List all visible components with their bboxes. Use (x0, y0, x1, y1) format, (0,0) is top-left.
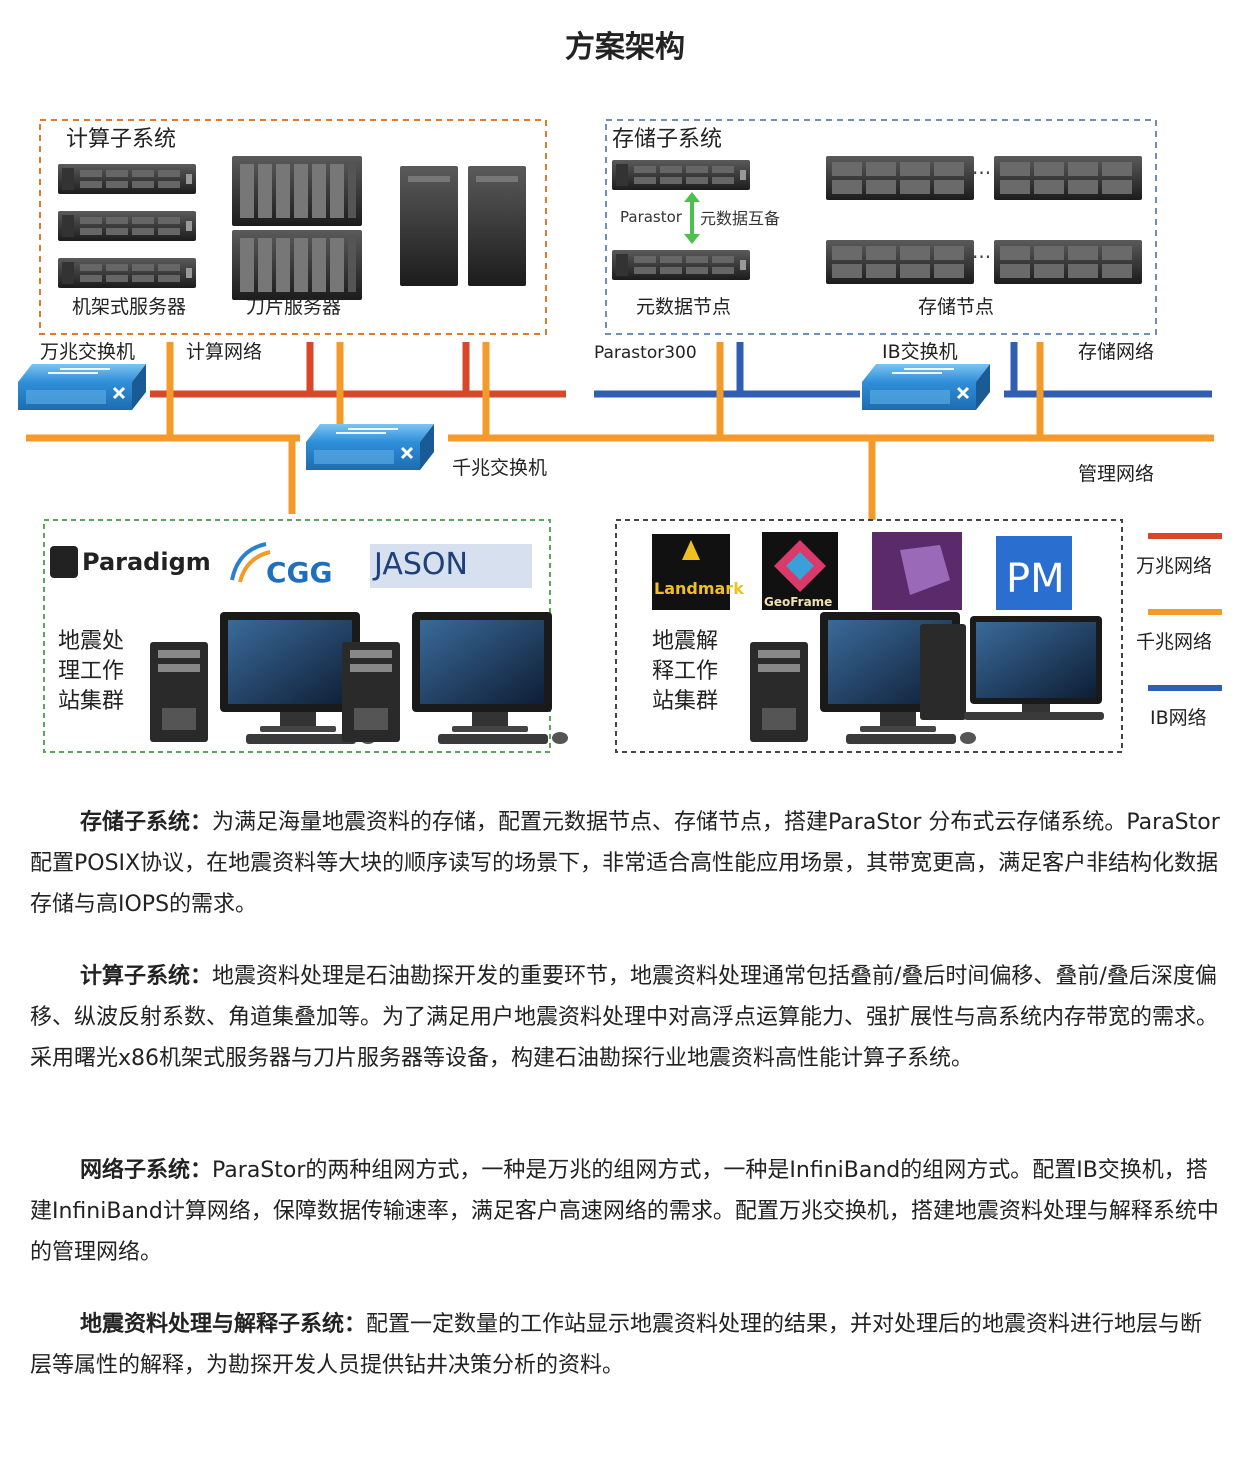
pm-logo: PM (996, 536, 1072, 610)
compute-subsystem-title: 计算子系统 (66, 127, 176, 152)
ib-switch-label: IB交换机 (882, 341, 958, 363)
landmark-logo: Landmark (652, 534, 744, 610)
parastor-label: Parastor (620, 208, 683, 226)
page-title: 方案架构 (565, 30, 685, 65)
parastor300-label: Parastor300 (594, 343, 697, 363)
paragraph-text: ParaStor的两种组网方式，一种是万兆的组网方式，一种是InfiniBand… (30, 1158, 1219, 1265)
svg-text:Landmark: Landmark (654, 579, 744, 598)
storage-node (826, 156, 974, 200)
blade-server (232, 230, 362, 300)
svg-text:GeoFrame: GeoFrame (764, 595, 832, 609)
workstation (920, 616, 1104, 720)
blade-server-label: 刀片服务器 (246, 296, 341, 318)
compute-network-label: 计算网络 (186, 341, 262, 363)
processing-cluster-title: 地震处 理工作 站集群 (58, 629, 131, 714)
geoframe-logo: GeoFrame (762, 532, 838, 610)
paragraph-storage: 存储子系统：为满足海量地震资料的存储，配置元数据节点、存储节点，搭建ParaSt… (30, 802, 1220, 925)
paragraph-text: 为满足海量地震资料的存储，配置元数据节点、存储节点，搭建ParaStor 分布式… (30, 810, 1220, 917)
rack-server (58, 258, 196, 288)
legend-label-ten-g: 万兆网络 (1136, 555, 1212, 577)
architecture-diagram: 计算子系统 机架式服务器 刀片服务器 存储子系统 Parastor 元数据互备 … (16, 119, 1222, 753)
storage-node (994, 156, 1142, 200)
paragraph-network: 网络子系统：ParaStor的两种组网方式，一种是万兆的组网方式，一种是Infi… (30, 1150, 1220, 1273)
gig-switch-icon (304, 422, 436, 472)
jason-logo: JASON (370, 544, 532, 588)
ellipsis-icon: ··· (972, 245, 991, 269)
legend: 万兆网络 千兆网络 IB网络 (1136, 533, 1222, 729)
paragraph-lead: 网络子系统： (80, 1158, 213, 1183)
gig-switch-label: 千兆交换机 (452, 457, 547, 479)
metadata-node-label: 元数据节点 (636, 296, 731, 318)
storage-node-label: 存储节点 (918, 296, 994, 318)
backup-label: 元数据互备 (700, 209, 780, 228)
interpretation-cluster-title: 地震解 释工作 站集群 (652, 629, 725, 714)
ellipsis-icon: ··· (972, 161, 991, 185)
blade-server (232, 156, 362, 226)
backup-arrow-icon (684, 192, 700, 244)
paragraph-compute: 计算子系统：地震资料处理是石油勘探开发的重要环节，地震资料处理通常包括叠前/叠后… (30, 956, 1220, 1079)
legend-label-ib: IB网络 (1150, 707, 1207, 729)
ten-g-network-lines (150, 342, 566, 398)
paragraph-text: 地震资料处理是石油勘探开发的重要环节，地震资料处理通常包括叠前/叠后时间偏移、叠… (30, 964, 1219, 1071)
ib-switch-icon (860, 362, 992, 412)
storage-node (826, 240, 974, 284)
paradigm-logo: Paradigm (50, 546, 211, 578)
svg-text:Paradigm: Paradigm (82, 548, 211, 576)
rack-server (58, 164, 196, 194)
svg-text:CGG: CGG (266, 556, 333, 589)
ten-g-switch-icon (16, 362, 148, 412)
paragraph-text: 配置一定数量的工作站显示地震资料处理的结果，并对处理后的地震资料进行地层与断层等… (30, 1312, 1203, 1378)
cgg-logo: CGG (230, 542, 333, 589)
svg-text:PM: PM (1006, 556, 1065, 602)
workstation (342, 612, 568, 744)
rack-server (58, 211, 196, 241)
paragraph-lead: 计算子系统： (80, 964, 213, 989)
tower-server (400, 166, 526, 286)
management-network-label: 管理网络 (1078, 463, 1154, 485)
storage-node (994, 240, 1142, 284)
compute-subsystem-box (39, 119, 547, 335)
discovery-logo (872, 532, 962, 610)
storage-subsystem-title: 存储子系统 (612, 127, 722, 152)
gig-network-lines (26, 342, 1214, 520)
legend-label-gig: 千兆网络 (1136, 631, 1212, 653)
rack-server-label: 机架式服务器 (72, 296, 186, 318)
svg-text:JASON: JASON (372, 547, 468, 582)
paragraph-seismic: 地震资料处理与解释子系统：配置一定数量的工作站显示地震资料处理的结果，并对处理后… (30, 1304, 1220, 1386)
ten-g-switch-label: 万兆交换机 (40, 341, 135, 363)
paragraph-lead: 地震资料处理与解释子系统： (80, 1312, 367, 1337)
metadata-node (612, 160, 750, 190)
paragraph-lead: 存储子系统： (80, 810, 213, 835)
storage-network-label: 存储网络 (1078, 341, 1154, 363)
metadata-node (612, 250, 750, 280)
interpretation-cluster-box (615, 519, 1123, 753)
storage-subsystem-box (605, 119, 1157, 335)
